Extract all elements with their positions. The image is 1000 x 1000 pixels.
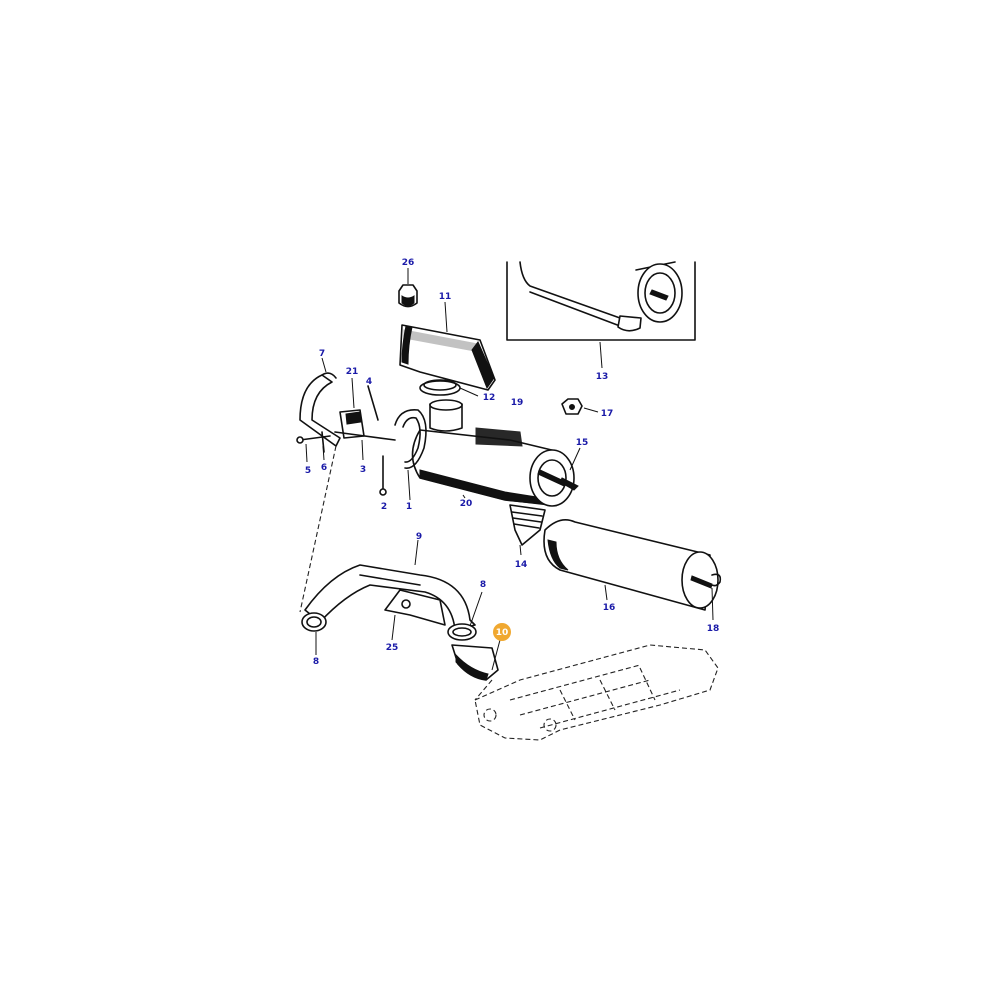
- callout-19: 19: [511, 398, 524, 408]
- callout-6: 6: [321, 463, 327, 473]
- callout-11: 11: [439, 292, 452, 302]
- callout-1: 1: [406, 502, 412, 512]
- bolt-parts: [296, 385, 387, 496]
- inset-detail-box: [506, 261, 696, 369]
- mounting-bracket-part: [334, 377, 396, 441]
- end-cap-part: [559, 447, 581, 491]
- callout-12: 12: [483, 393, 496, 403]
- callout-16: 16: [603, 603, 616, 613]
- callout-10-highlight: [493, 623, 511, 641]
- hose-clamp-right-part: [447, 591, 483, 641]
- dust-valve-part: [509, 504, 546, 556]
- callout-8-left: 8: [313, 657, 319, 667]
- clamp-ring-part: [419, 379, 479, 397]
- cap-nut-part: [398, 268, 418, 308]
- callout-17: 17: [601, 409, 614, 419]
- filter-element-part: [543, 519, 719, 611]
- pipe-bracket-part: [384, 589, 446, 641]
- callout-4: 4: [366, 377, 372, 387]
- retaining-clip-part: [709, 573, 722, 621]
- engine-manifold-outline: [474, 644, 719, 741]
- intake-elbow-part: [299, 357, 341, 447]
- callout-5: 5: [305, 466, 311, 476]
- callout-26: 26: [402, 258, 415, 268]
- callout-20: 20: [460, 499, 473, 509]
- callout-25: 25: [386, 643, 399, 653]
- connecting-hose-part: [451, 639, 501, 681]
- callout-21: 21: [346, 367, 359, 377]
- callout-2: 2: [381, 502, 387, 512]
- callout-3: 3: [360, 465, 366, 475]
- callout-7: 7: [319, 349, 325, 359]
- dashed-reference-lines: [299, 445, 493, 701]
- callout-14: 14: [515, 560, 528, 570]
- precleaner-cover-part: [399, 301, 496, 391]
- callout-9: 9: [416, 532, 422, 542]
- callout-18: 18: [707, 624, 720, 634]
- callout-10: 10: [496, 628, 509, 638]
- wing-nut-part: [561, 398, 599, 415]
- callout-13: 13: [596, 372, 609, 382]
- callout-labels: 26 11 12 13 7 21 4 19 17 15 5 6 3 2 1 20…: [305, 258, 719, 667]
- hose-clamp-left-part: [301, 612, 327, 655]
- air-cleaner-housing-part: [411, 399, 575, 507]
- band-clamp-part: [394, 408, 427, 501]
- callout-8-right: 8: [480, 580, 486, 590]
- callout-15: 15: [576, 438, 589, 448]
- intake-pipe-part: [304, 539, 476, 631]
